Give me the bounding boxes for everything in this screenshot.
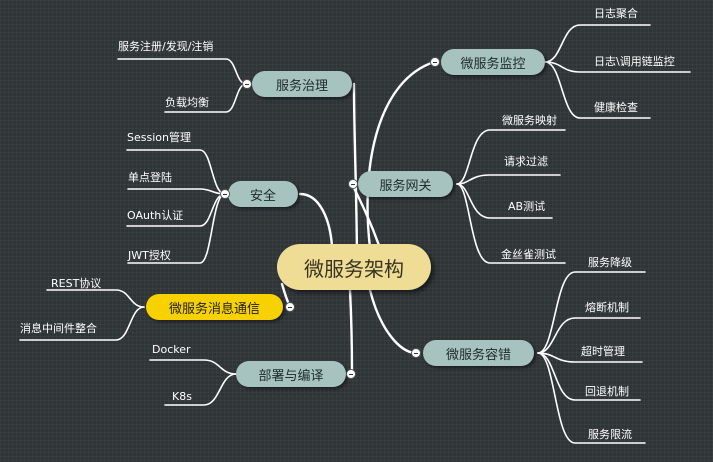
link-fault-5 <box>537 352 646 444</box>
link-fault-1 <box>537 271 646 354</box>
branch-messaging-label: 微服务消息通信 <box>168 301 260 317</box>
branch-deploy[interactable]: 部署与编译 <box>236 361 346 387</box>
leaf-monitoring-trace[interactable]: 日志\调用链监控 <box>594 55 675 68</box>
link-deploy-2 <box>164 373 237 406</box>
link-root-deploy <box>348 288 354 376</box>
branch-fault[interactable]: 微服务容错 <box>423 340 534 366</box>
link-fault-2 <box>537 317 641 354</box>
leaf-fault-breaker[interactable]: 熔断机制 <box>585 301 629 314</box>
leaf-monitoring-health[interactable]: 健康检查 <box>594 101 638 114</box>
link-monitoring-1 <box>544 24 651 63</box>
link-root-security <box>298 192 334 248</box>
collapse-deploy-icon[interactable] <box>346 369 356 379</box>
leaf-security-jwt[interactable]: JWT授权 <box>128 249 171 262</box>
link-gateway-3 <box>456 183 553 219</box>
leaf-fault-fallback[interactable]: 回退机制 <box>585 385 629 398</box>
branch-fault-label: 微服务容错 <box>445 347 511 363</box>
branch-messaging[interactable]: 微服务消息通信 <box>146 294 283 320</box>
leaf-security-session[interactable]: Session管理 <box>127 131 191 144</box>
link-root-monitoring <box>366 60 436 250</box>
collapse-messaging-icon[interactable] <box>285 302 295 312</box>
link-gateway-4 <box>456 183 566 264</box>
link-monitoring-3 <box>544 61 651 119</box>
leaf-gateway-canary[interactable]: 金丝雀测试 <box>501 248 556 261</box>
leaf-gateway-mapping[interactable]: 微服务映射 <box>502 114 557 127</box>
leaf-messaging-rest[interactable]: REST协议 <box>51 277 102 290</box>
branch-gateway[interactable]: 服务网关 <box>358 171 453 197</box>
leaf-fault-ratelimit[interactable]: 服务限流 <box>588 428 632 441</box>
leaf-monitoring-logs[interactable]: 日志聚合 <box>594 7 638 20</box>
root-label: 微服务架构 <box>304 256 404 281</box>
link-fault-3 <box>537 352 643 363</box>
leaf-deploy-docker[interactable]: Docker <box>152 343 191 356</box>
collapse-gateway-icon[interactable] <box>348 179 358 189</box>
link-security-2 <box>127 188 226 195</box>
leaf-deploy-k8s[interactable]: K8s <box>172 390 192 403</box>
leaf-security-sso[interactable]: 单点登陆 <box>128 171 172 184</box>
leaf-security-oauth[interactable]: OAuth认证 <box>127 209 184 222</box>
collapse-security-icon[interactable] <box>220 189 230 199</box>
branch-security[interactable]: 安全 <box>228 181 298 207</box>
branch-governance[interactable]: 服务治理 <box>252 71 352 97</box>
link-root-fault <box>368 288 417 355</box>
branch-governance-label: 服务治理 <box>275 78 328 94</box>
root-node[interactable]: 微服务架构 <box>277 244 431 290</box>
branch-security-label: 安全 <box>249 188 276 204</box>
collapse-fault-icon[interactable] <box>411 348 421 358</box>
link-gateway-1 <box>456 129 566 185</box>
link-deploy-1 <box>149 359 237 375</box>
link-fault-4 <box>537 352 641 401</box>
link-governance-1 <box>117 58 247 85</box>
branch-deploy-label: 部署与编译 <box>258 368 324 384</box>
leaf-messaging-mq[interactable]: 消息中间件整合 <box>20 322 97 335</box>
collapse-monitoring-icon[interactable] <box>430 57 440 67</box>
link-root-governance <box>352 82 359 270</box>
link-messaging-1 <box>46 289 145 308</box>
branch-gateway-label: 服务网关 <box>379 178 432 194</box>
link-gateway-2 <box>456 174 561 185</box>
branch-monitoring[interactable]: 微服务监控 <box>441 49 545 75</box>
link-messaging-2 <box>19 306 145 341</box>
leaf-governance-loadbalance[interactable]: 负载均衡 <box>165 96 209 109</box>
leaf-governance-register[interactable]: 服务注册/发现/注销 <box>118 40 214 53</box>
leaf-gateway-abtest[interactable]: AB测试 <box>508 200 546 213</box>
link-monitoring-2 <box>544 61 691 73</box>
branch-monitoring-label: 微服务监控 <box>460 56 526 72</box>
collapse-governance-icon[interactable] <box>242 79 252 89</box>
leaf-gateway-filter[interactable]: 请求过滤 <box>504 155 548 168</box>
leaf-fault-degrade[interactable]: 服务降级 <box>588 256 632 269</box>
leaf-fault-timeout[interactable]: 超时管理 <box>581 345 625 358</box>
